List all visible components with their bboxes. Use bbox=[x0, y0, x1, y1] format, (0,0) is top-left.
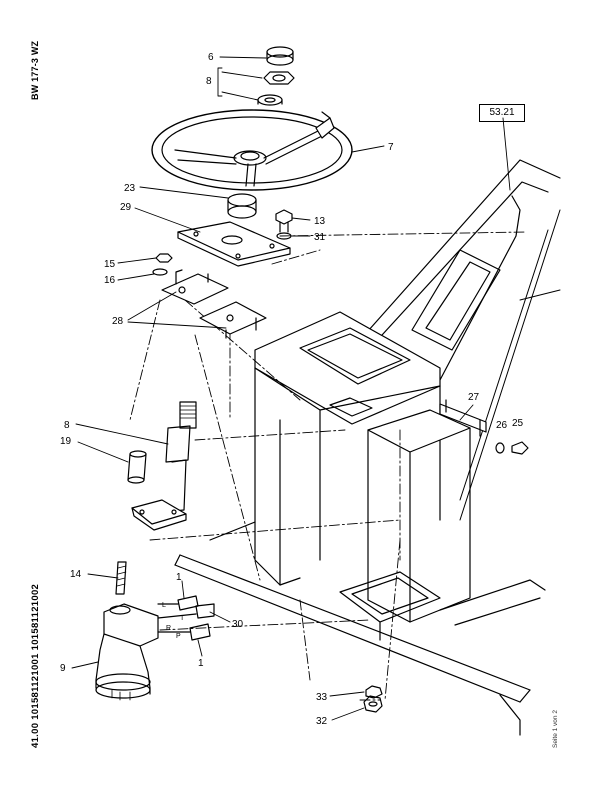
dashboard-housing bbox=[254, 311, 441, 586]
callout-14: 14 bbox=[70, 569, 82, 580]
bushing-part-23 bbox=[227, 193, 257, 219]
callout-6: 6 bbox=[208, 52, 214, 63]
lower-console-box bbox=[339, 409, 471, 641]
cap-nut-part-32 bbox=[363, 695, 383, 713]
alignment-lines bbox=[129, 231, 526, 701]
callout-1-top: 1 bbox=[176, 572, 182, 583]
callout-30: 30 bbox=[232, 619, 244, 630]
port-label-t: T bbox=[180, 615, 185, 622]
callout-28: 28 bbox=[112, 316, 124, 327]
callout-13: 13 bbox=[314, 216, 326, 227]
steering-column bbox=[127, 401, 197, 531]
brackets-part-28 bbox=[161, 269, 267, 339]
callout-7: 7 bbox=[388, 142, 394, 153]
callout-15: 15 bbox=[104, 259, 116, 270]
callout-8-top: 8 bbox=[206, 76, 212, 87]
callout-23: 23 bbox=[124, 183, 136, 194]
callout-33: 33 bbox=[316, 692, 328, 703]
threaded-pin-part-14 bbox=[115, 561, 127, 595]
nut-washer-part-8 bbox=[257, 71, 295, 106]
callout-8-mid: 8 bbox=[64, 420, 70, 431]
bolt-part-13 bbox=[275, 209, 293, 240]
callout-27: 27 bbox=[468, 392, 480, 403]
callout-26: 26 bbox=[496, 420, 508, 431]
callout-31: 31 bbox=[314, 232, 326, 243]
bracket-part-27 bbox=[439, 399, 487, 437]
callout-29: 29 bbox=[120, 202, 132, 213]
steering-unit-part-9 bbox=[95, 603, 159, 701]
callout-25: 25 bbox=[512, 418, 524, 429]
callout-1-bottom: 1 bbox=[198, 658, 204, 669]
nut-part-33 bbox=[365, 685, 383, 699]
cap-part-6 bbox=[266, 46, 294, 66]
reference-box-53-21: 53.21 bbox=[479, 104, 525, 122]
callout-32: 32 bbox=[316, 716, 328, 727]
floor-panel bbox=[174, 521, 546, 736]
steering-wheel bbox=[151, 109, 353, 191]
port-label-r: R bbox=[166, 625, 171, 632]
callout-16: 16 bbox=[104, 275, 116, 286]
port-label-l: L bbox=[162, 602, 166, 609]
nut-part-15 bbox=[152, 253, 173, 276]
machine-frame bbox=[359, 159, 561, 521]
leader-lines bbox=[71, 56, 511, 721]
bolt-part-25 bbox=[495, 441, 529, 455]
mounting-plate-part-29 bbox=[177, 221, 291, 267]
callout-19: 19 bbox=[60, 436, 72, 447]
port-label-p: P bbox=[176, 633, 181, 640]
fittings-part-1-30 bbox=[157, 595, 215, 641]
callout-9: 9 bbox=[60, 663, 66, 674]
